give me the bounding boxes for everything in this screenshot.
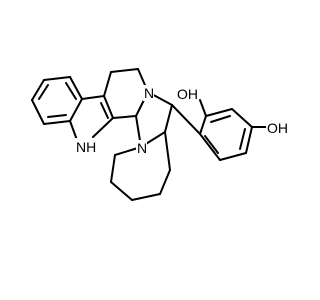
label-background (266, 119, 288, 137)
bond (164, 104, 173, 133)
bond (69, 120, 78, 141)
bond-double-inner (38, 84, 49, 100)
bonds-layer (31, 68, 268, 201)
label-background (176, 85, 198, 103)
bond (159, 169, 171, 195)
bond (112, 115, 137, 119)
bond-double-inner (47, 114, 67, 118)
bond (219, 152, 247, 161)
bond (245, 126, 253, 154)
bond (43, 120, 71, 125)
bond (69, 76, 83, 100)
bond (131, 193, 161, 201)
bond (199, 99, 207, 117)
bond (31, 99, 45, 125)
indole-nh-label: NH (76, 139, 96, 155)
bond (31, 79, 45, 101)
bond-double-inner (210, 115, 231, 123)
bond (171, 104, 201, 135)
label-background (136, 140, 147, 156)
bond-double-inner (100, 102, 109, 119)
bond-double-inner (204, 135, 219, 154)
bond (69, 98, 83, 122)
bond (110, 68, 139, 73)
nitrogen-label-upper: N (144, 85, 154, 101)
bond (110, 154, 116, 183)
atom-labels-layer: OH OH NH N N (75, 85, 288, 156)
label-background (75, 138, 95, 156)
label-background (143, 85, 154, 101)
nitrogen-label-lower: N (137, 140, 147, 156)
bond (199, 115, 207, 135)
bond (231, 108, 253, 128)
bond (92, 117, 114, 138)
bond (110, 181, 133, 201)
bond (199, 133, 221, 161)
bond (164, 131, 171, 171)
bond (43, 76, 71, 81)
hydroxyl-label-top: OH (177, 86, 198, 102)
bond (81, 95, 105, 100)
bond-double-inner (65, 82, 77, 100)
bond-double-inner (239, 128, 246, 150)
hydroxyl-label-right: OH (267, 120, 288, 136)
bond (205, 108, 233, 117)
chemical-structure-diagram: OH OH NH N N (31, 68, 288, 201)
bond (103, 95, 114, 119)
bond (103, 71, 112, 97)
